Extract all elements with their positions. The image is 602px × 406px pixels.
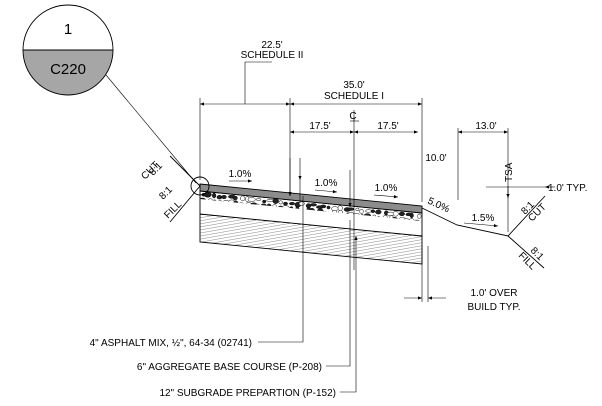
aggregate-stone bbox=[283, 201, 288, 206]
detail-number: 1 bbox=[64, 21, 72, 38]
left-fill-ratio: 8:1 bbox=[157, 184, 175, 202]
schedule-i-width: 35.0' bbox=[343, 80, 364, 91]
aggregate-stone bbox=[370, 209, 376, 213]
tsa-label: TSA bbox=[504, 162, 515, 182]
aggregate-stone bbox=[256, 198, 262, 201]
typical-depth: 1.0' TYP. bbox=[548, 183, 587, 194]
aggregate-callout: 6" AGGREGATE BASE COURSE (P-208) bbox=[137, 362, 322, 373]
right-fill-line bbox=[507, 235, 545, 269]
aggregate-stone bbox=[309, 203, 317, 207]
centerline-symbol: C bbox=[349, 111, 356, 122]
aggregate-stone bbox=[355, 207, 360, 212]
shoulder-slope: 5.0% bbox=[426, 196, 451, 216]
aggregate-stone bbox=[247, 197, 256, 202]
pavement-section bbox=[169, 155, 546, 269]
bubble-leader bbox=[105, 74, 197, 184]
half-left-width: 17.5' bbox=[309, 121, 330, 132]
asphalt-callout: 4" ASPHALT MIX, ½", 64-34 (02741) bbox=[90, 338, 252, 349]
over-build-line1: 1.0' OVER bbox=[471, 288, 518, 299]
aggregate-stone bbox=[289, 202, 295, 206]
left-cross-slope: 1.0% bbox=[229, 169, 252, 180]
ditch-slope: 1.5% bbox=[472, 213, 495, 224]
aggregate-stone bbox=[375, 209, 382, 215]
detail-bubble: 1 C220 bbox=[22, 4, 197, 184]
subgrade-callout: 12" SUBGRADE PREPARTION (P-152) bbox=[159, 388, 336, 399]
aggregate-stone bbox=[203, 191, 212, 198]
aggregate-stone bbox=[240, 195, 246, 202]
aggregate-stone bbox=[262, 199, 267, 204]
aggregate-stone bbox=[417, 213, 422, 219]
ditch-width: 13.0' bbox=[475, 121, 496, 132]
aggregate-stone bbox=[320, 204, 327, 209]
left-cut-line bbox=[169, 155, 201, 187]
aggregate-stone bbox=[398, 211, 405, 217]
bubble-lower-fill bbox=[23, 50, 113, 95]
sheet-number: C220 bbox=[50, 61, 86, 78]
aggregate-stone bbox=[232, 195, 238, 201]
dimensions: 22.5' SCHEDULE II 35.0' SCHEDULE I C 17.… bbox=[199, 40, 587, 313]
shoulder-ditch-line bbox=[421, 195, 546, 237]
aggregate-stone bbox=[409, 212, 414, 219]
schedule-i-label: SCHEDULE I bbox=[324, 91, 384, 102]
aggregate-stone bbox=[392, 210, 399, 217]
aggregate-stone bbox=[212, 192, 217, 199]
aggregate-stone bbox=[221, 195, 227, 199]
left-fill-line bbox=[169, 185, 201, 223]
aggregate-stone bbox=[216, 195, 223, 200]
aggregate-stone bbox=[359, 209, 364, 214]
schedule-ii-label: SCHEDULE II bbox=[241, 50, 304, 61]
aggregate-stone bbox=[326, 205, 331, 210]
right-cross-slope: 1.0% bbox=[375, 183, 398, 194]
layer-callouts: 4" ASPHALT MIX, ½", 64-34 (02741) 6" AGG… bbox=[90, 158, 358, 399]
aggregate-stone bbox=[272, 198, 279, 204]
half-right-width: 17.5' bbox=[377, 121, 398, 132]
schedule-ii-width: 22.5' bbox=[261, 40, 282, 51]
aggregate-stone bbox=[347, 207, 355, 211]
over-build-line2: BUILD TYP. bbox=[468, 302, 521, 313]
mid-cross-slope: 1.0% bbox=[315, 178, 338, 189]
shoulder-width: 10.0' bbox=[425, 153, 446, 164]
aggregate-stone bbox=[278, 200, 283, 205]
aggregate-stone bbox=[337, 205, 343, 211]
asphalt-layer bbox=[199, 183, 423, 214]
